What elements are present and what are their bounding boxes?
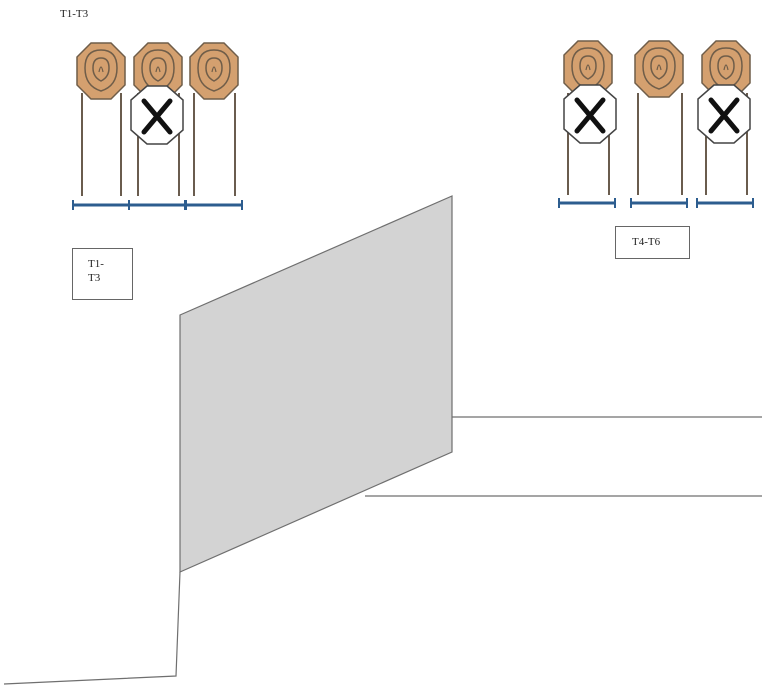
right-target-group — [557, 40, 755, 210]
top-group-label: T1-T3 — [60, 8, 89, 20]
right-stand-base-1 — [557, 196, 617, 210]
right-target-group-label: T4-T6 — [632, 236, 661, 248]
left-stand-base-2 — [127, 198, 187, 212]
left-target-1-icon — [76, 42, 126, 100]
right-target-group-label-box: T4-T6 — [615, 226, 690, 259]
left-no-shoot-icon — [131, 86, 183, 144]
left-stand-base-3 — [184, 198, 244, 212]
left-target-group-label-box: T1- T3 — [72, 248, 133, 300]
right-no-shoot-2-icon — [698, 85, 750, 143]
wall-panel — [179, 195, 453, 573]
left-target-group-label-line-2: T3 — [88, 272, 101, 285]
right-stand-base-3 — [695, 196, 755, 210]
left-target-group-label-line-1: T1- — [88, 258, 104, 270]
left-target-3-icon — [189, 42, 239, 100]
right-target-2-icon — [634, 40, 684, 98]
left-stand-base-1 — [71, 198, 131, 212]
left-target-group — [71, 42, 244, 212]
right-stand-base-2 — [629, 196, 689, 210]
bottom-left-boundary-line — [3, 571, 181, 685]
right-no-shoot-1-icon — [564, 85, 616, 143]
